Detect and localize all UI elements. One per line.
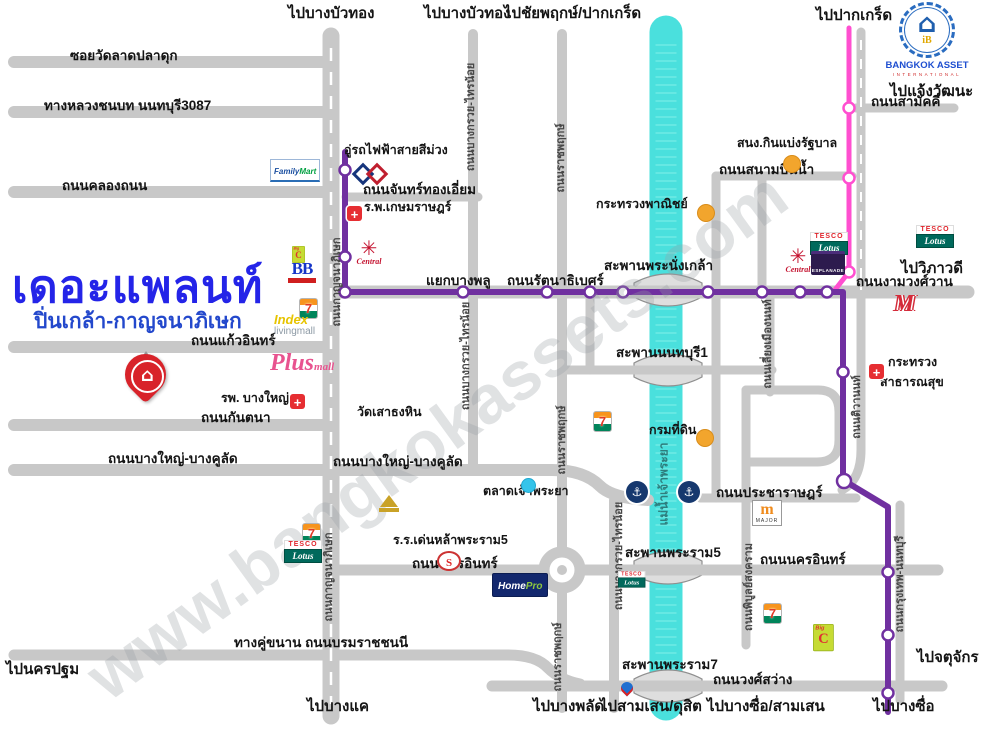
central-rattanathibet-logo: ✳Central — [785, 244, 811, 274]
road-krungthep-nonthaburi: ถนนกรุงเทพ-นนทบุรี — [894, 535, 906, 633]
place-lottery-office: สนง.กินแบ่งรัฐบาล — [737, 136, 838, 150]
place-ministry-of-public-health-line1: กระทรวง — [888, 355, 938, 369]
road-network — [8, 27, 975, 725]
familymart-logo: FamilyMart — [270, 159, 321, 182]
direction-vibhavadi: ไปวิภาวดี — [901, 260, 963, 277]
road-bang-kruai-sai-noi-north: ถนนบางกรวย-ไทรน้อย — [465, 62, 477, 172]
chao-phraya-market-dot — [521, 478, 536, 493]
road-bang-yai-bang-khu-lat-east: ถนนบางใหญ่-บางคูลัด — [333, 454, 463, 469]
seven-eleven-kantana: 7 — [302, 523, 321, 544]
road-phibun-songkhram: ถนนพิบูลย์สงคราม — [743, 543, 755, 631]
gas-station-icon — [618, 679, 636, 698]
public-health-ministry-icon: + — [869, 364, 884, 380]
project-location-pin: ⌂ — [116, 345, 175, 405]
road-nakhon-in-east: ถนนนครอินทร์ — [760, 552, 846, 567]
mrt-purple-line-logo — [351, 162, 389, 186]
place-denla-rama5-school: ร.ร.เด่นหล้าพระราม5 — [393, 533, 508, 547]
road-bang-kruai-sai-noi-south: ถนนบางกรวย-ไทรน้อย — [613, 501, 625, 611]
seven-eleven-bang-yai: 7 — [299, 298, 318, 319]
place-purple-line-depot: อู่รถไฟฟ้าสายสีม่วง — [344, 143, 448, 157]
direction-chaiyaphruek-pak-kret: ไปชัยพฤกษ์/ปากเกร็ด — [504, 5, 642, 22]
direction-pak-kret: ไปปากเกร็ด — [816, 7, 893, 24]
road-ratchaphruek-south: ถนนราชพฤกษ์ — [552, 622, 564, 692]
homepro-logo: HomePro — [492, 573, 549, 597]
road-samakkhi: ถนนสามัคคี — [871, 94, 941, 109]
the-mall-ngamwongwan-logo: M — [893, 291, 915, 317]
road-rattanathibet: ถนนรัตนาธิเบศร์ — [507, 273, 604, 288]
road-ratchaphruek-mid: ถนนราชพฤกษ์ — [556, 405, 568, 475]
direction-chatuchak: ไปจตุจักร — [917, 649, 979, 666]
place-land-department: กรมที่ดิน — [649, 423, 697, 437]
wat-sao-thong-hin-icon — [379, 495, 399, 513]
road-kaew-in: ถนนแก้วอินทร์ — [191, 333, 276, 348]
road-tiwanon: ถนนติวานนท์ — [851, 375, 863, 439]
direction-nakhon-pathom: ไปนครปฐม — [6, 661, 80, 678]
bridge-nonthaburi-1: สะพานนนทบุรี1 — [616, 345, 708, 360]
ferry-pier-west-icon: ⚓ — [626, 481, 648, 503]
place-wat-sao-thong-hin: วัดเสาธงหิน — [357, 405, 422, 419]
junction-bang-phlu: แยกบางพลู — [426, 273, 491, 288]
direction-samsen-dusit: ไปสามเสน/ดุสิต — [600, 698, 702, 715]
direction-bang-sue-samsen: ไปบางซื่อ/สามเสน — [707, 698, 825, 715]
place-ministry-of-public-health-line2: สาธารณสุข — [880, 375, 944, 389]
road-soi-wat-lat-pla-duk: ซอยวัดลาดปลาดุก — [70, 48, 178, 63]
road-khlong-thanon: ถนนคลองถนน — [62, 178, 148, 193]
mrt-purple-line — [342, 149, 891, 715]
road-liang-mueang-non: ถนนเลี่ยงเมืองนนท์ — [762, 299, 774, 389]
lottery-office-dot — [783, 155, 801, 173]
road-bang-kruai-sai-noi-mid: ถนนบางกรวย-ไทรน้อย — [460, 301, 472, 411]
road-kanchanaphisek-north: ถนนกาญจนาภิเษก — [331, 237, 343, 327]
direction-bang-phlat: ไปบางพลัด — [533, 698, 605, 715]
central-westgate-logo: ✳Central — [356, 236, 382, 266]
direction-chaeng-watthana: ไปแจ้งวัฒนะ — [890, 83, 974, 100]
ferry-pier-east-icon: ⚓ — [678, 481, 700, 503]
land-department-dot — [696, 429, 714, 447]
chao-phraya-river-label: แม่น้ำเจ้าพระยา — [656, 442, 671, 526]
direction-bang-sue: ไปบางซื่อ — [873, 698, 935, 715]
direction-bang-bua-thong-west: ไปบางบัวทอง — [288, 5, 375, 22]
road-wong-sawang: ถนนวงศ์สว่าง — [713, 672, 793, 687]
bridge-rama-5: สะพานพระราม5 — [625, 545, 721, 560]
road-kantana: ถนนกันตนา — [201, 410, 271, 425]
ministry-of-commerce-dot — [697, 204, 715, 222]
road-ngamwongwan: ถนนงามวงศ์วาน — [856, 274, 953, 289]
denla-school-logo: S — [437, 551, 461, 571]
purple-line-stations — [338, 163, 895, 700]
road-pracharat: ถนนประชาราษฎร์ — [716, 485, 823, 500]
bridge-phra-nangklao: สะพานพระนั่งเกล้า — [604, 258, 714, 273]
project-subtitle: ปิ่นเกล้า-กาญจนาภิเษก — [34, 310, 242, 333]
place-kasemrad-hospital: ร.พ.เกษมราษฎร์ — [364, 200, 452, 214]
direction-bang-bua-thong-center: ไปบางบัวทอง — [424, 5, 511, 22]
road-ratchaphruek-north: ถนนราชพฤกษ์ — [555, 123, 567, 193]
project-title: เดอะแพลนท์ — [12, 261, 264, 312]
place-bang-yai-hospital: รพ. บางใหญ่ — [221, 391, 289, 405]
direction-bang-khae: ไปบางแค — [307, 698, 370, 715]
bang-yai-hospital-icon: + — [290, 394, 305, 410]
place-ministry-of-commerce: กระทรวงพาณิชย์ — [596, 197, 688, 211]
kasemrad-hospital-icon: + — [347, 206, 362, 222]
seven-eleven-pracharat: 7 — [763, 603, 782, 624]
road-bang-yai-bang-khu-lat-west: ถนนบางใหญ่-บางคูลัด — [108, 451, 238, 466]
road-chan-thong-iam: ถนนจันทร์ทองเอี่ยม — [363, 182, 477, 197]
road-rural-hwy-nonthaburi-3087: ทางหลวงชนบท นนทบุรี3087 — [44, 98, 212, 113]
pink-line-stations — [842, 101, 856, 279]
esplanade-cineplex-logo: ESPLANADE — [811, 251, 845, 275]
road-borommaratchachonnani-parallel: ทางคู่ขนาน ถนนบรมราชชนนี — [234, 635, 409, 650]
bridge-rama-7: สะพานพระราม7 — [622, 657, 718, 672]
roundabout-center — [557, 565, 567, 575]
seven-eleven-rattanathibet: 7 — [593, 411, 612, 432]
bb-market-logo: BB — [288, 260, 316, 283]
plus-mall-logo: Plusmall — [270, 350, 335, 376]
